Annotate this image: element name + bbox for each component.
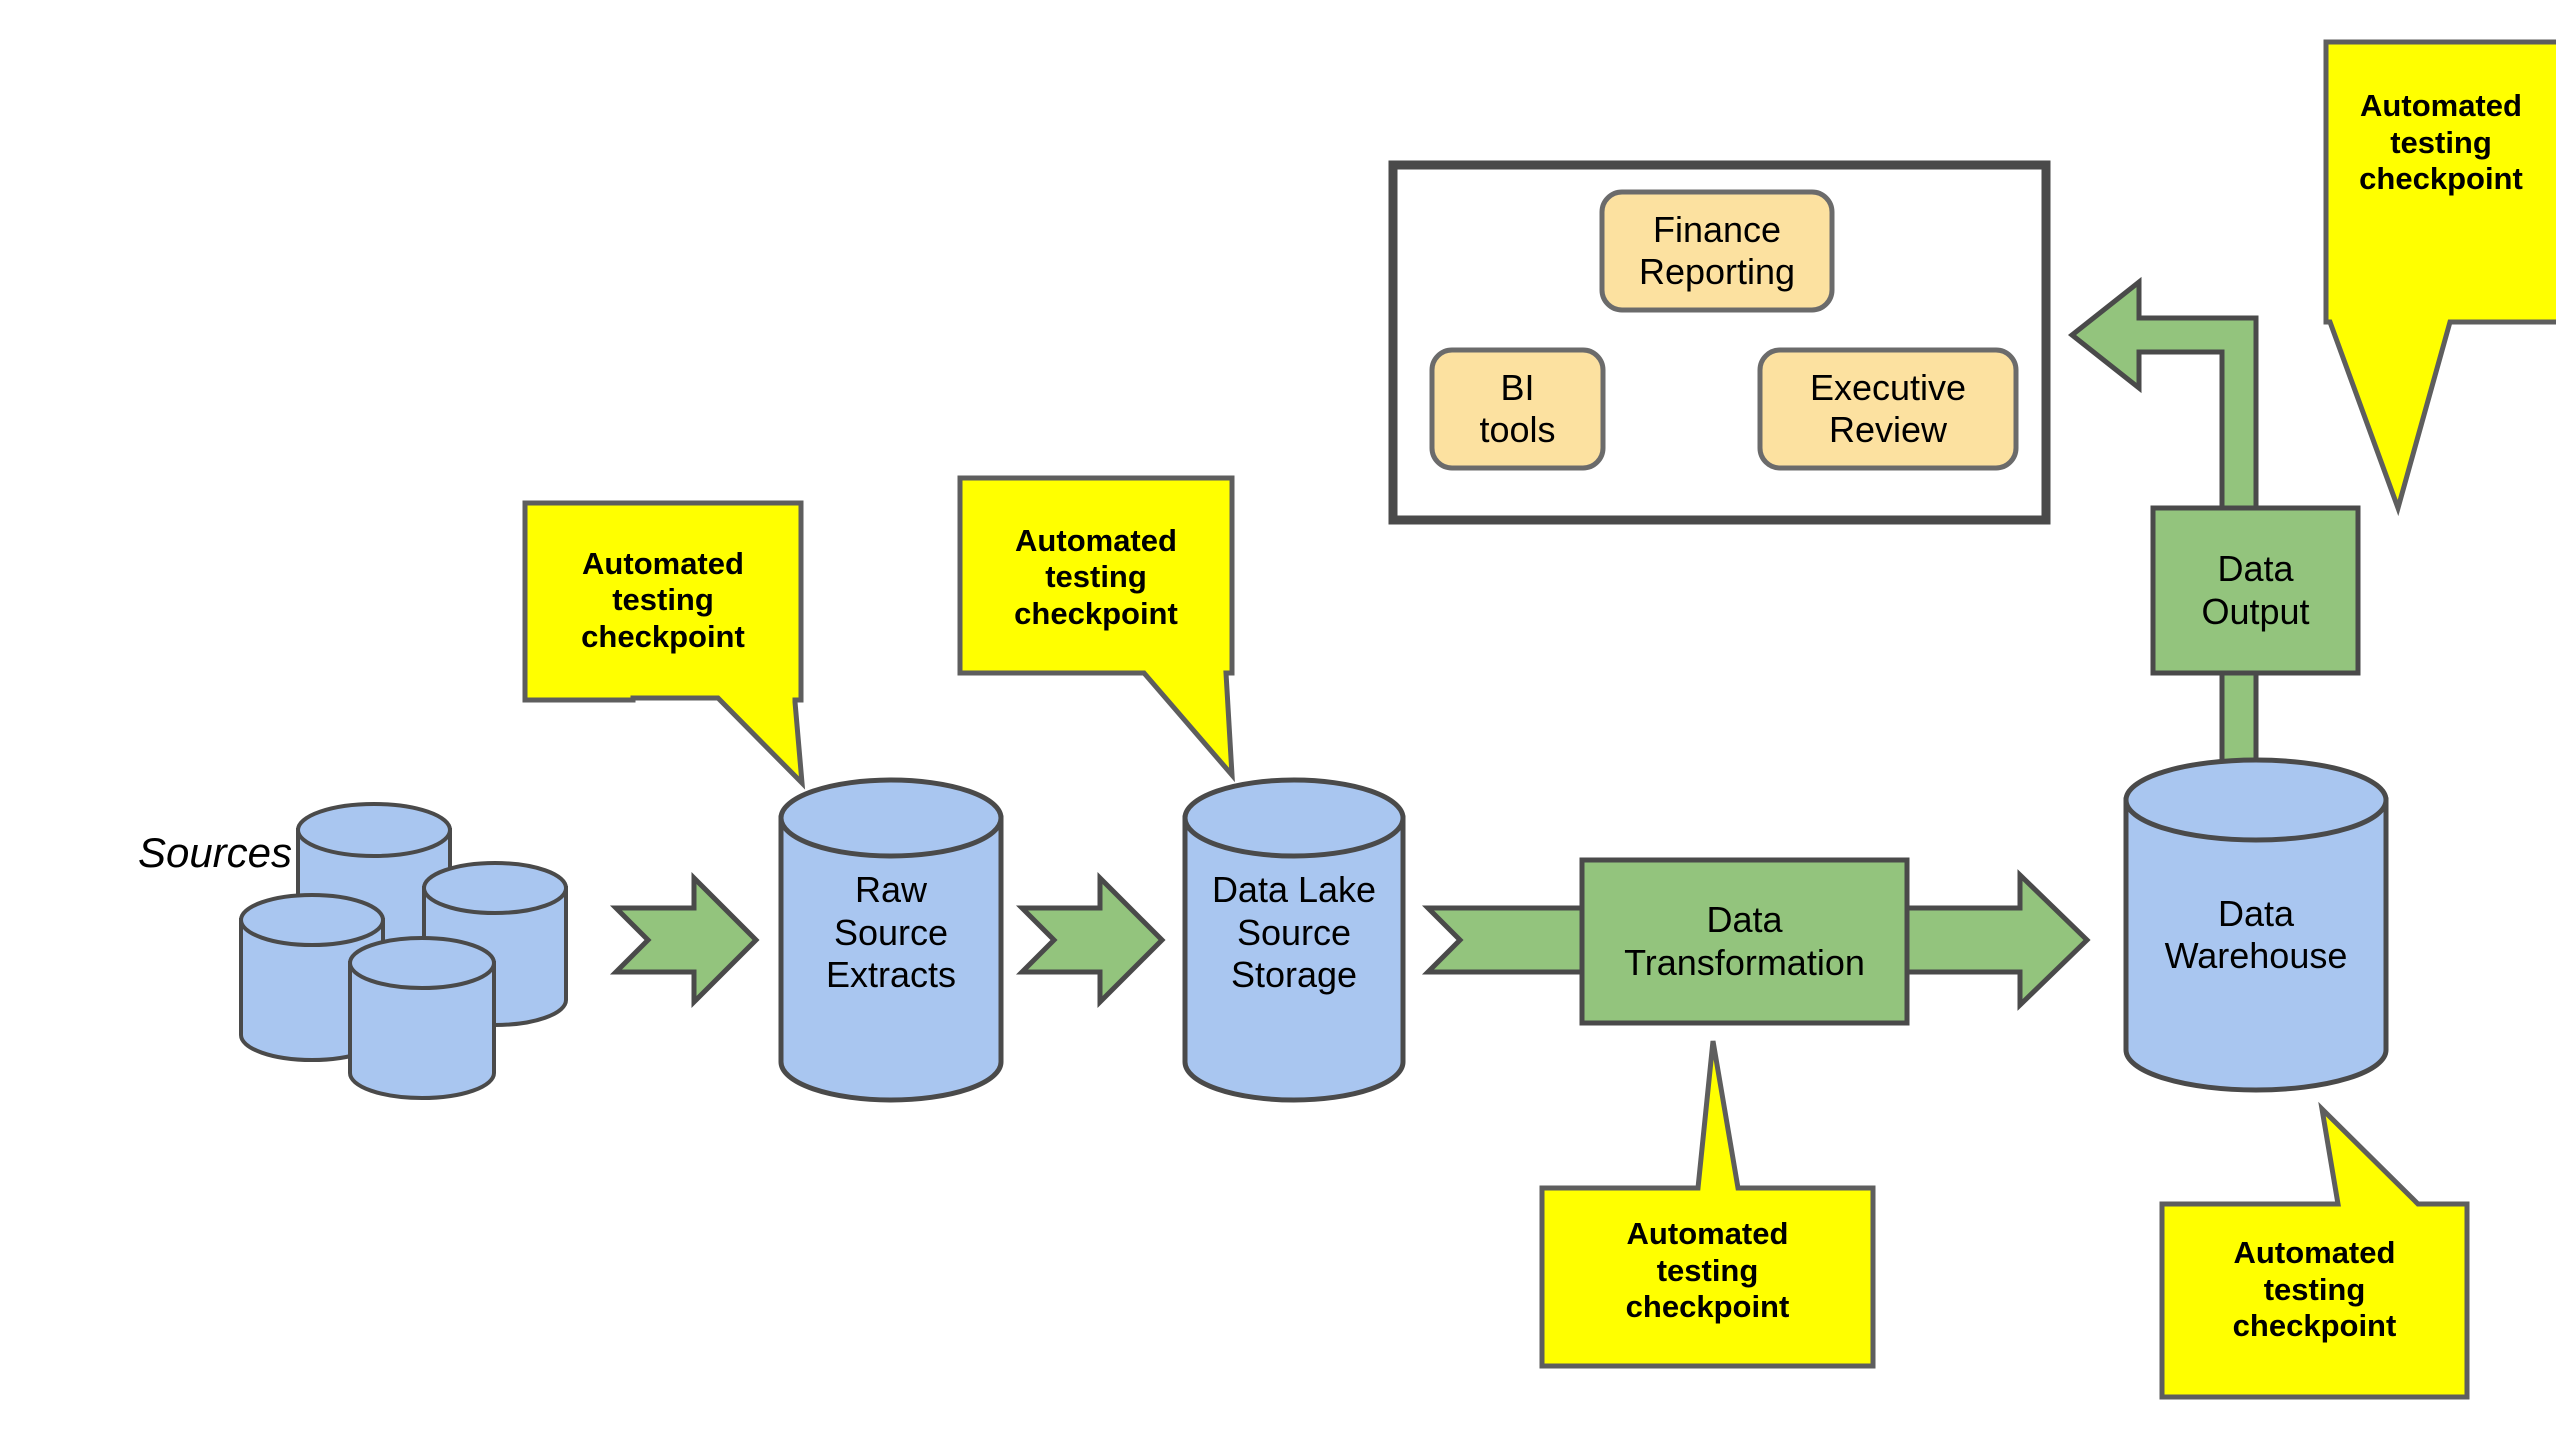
cylinder-raw-source-extracts [778, 777, 1004, 1103]
arrow-sources-to-raw [609, 871, 760, 1009]
cylinder-data-lake-source-storage [1182, 777, 1406, 1103]
arrow-raw-to-lake [1015, 871, 1166, 1009]
box-bi-tools [1429, 347, 1606, 471]
source-cylinder-3 [239, 893, 385, 1062]
box-finance-reporting [1599, 189, 1835, 313]
cylinder-data-warehouse [2123, 757, 2389, 1093]
callout-raw-source-extracts-shape [522, 500, 806, 790]
callout-data-output-shape [2323, 39, 2556, 517]
callout-data-lake-source-storage-shape [957, 475, 1235, 783]
callout-data-warehouse-shape [2159, 1101, 2470, 1400]
callout-data-transformation-shape [1539, 1040, 1876, 1369]
box-executive-review [1757, 347, 2019, 471]
source-cylinder-4 [348, 936, 496, 1100]
box-data-output [2150, 505, 2361, 676]
box-data-transformation [1579, 857, 1910, 1026]
